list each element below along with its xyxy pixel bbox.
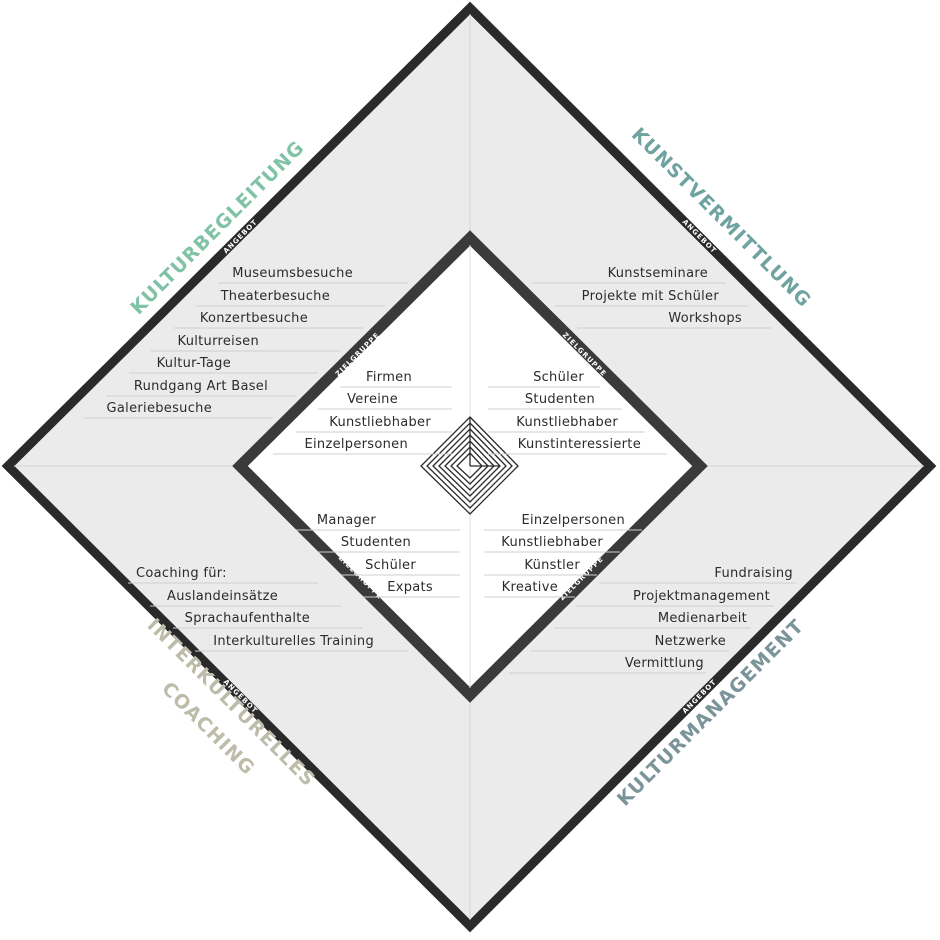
list-item: Kunstinteressierte [518,437,641,452]
list-item: Netzwerke [655,634,726,649]
list-item: Kultur-Tage [157,356,231,371]
angebot-list-kulturmanagement: Fundraising Projektmanagement Medienarbe… [509,566,796,674]
list-item: Firmen [366,370,412,385]
list-item: Medienarbeit [658,611,747,626]
list-item: Vermittlung [625,656,704,671]
zielgruppe-list-bottom-right: Einzelpersonen Kunstliebhaber Künstler K… [484,513,642,598]
list-item: Theaterbesuche [220,289,330,304]
list-item: Kulturreisen [178,334,259,349]
list-item: Auslandeinsätze [167,589,278,604]
list-item: Kunstliebhaber [329,415,431,430]
list-item: Expats [387,580,433,595]
angebot-list-interkulturelles-coaching: Coaching für: Auslandeinsätze Sprachaufe… [128,566,408,652]
list-item: Kunstseminare [608,266,708,281]
list-item: Kunstliebhaber [501,535,603,550]
list-item: Studenten [525,392,595,407]
list-item: Galeriebesuche [107,401,212,416]
list-item: Fundraising [714,566,793,581]
list-item: Einzelpersonen [522,513,626,528]
list-item: Projekte mit Schüler [582,289,720,304]
list-item: Rundgang Art Basel [134,379,268,394]
list-item: Sprachaufenthalte [185,611,310,626]
list-item: Einzelpersonen [305,437,409,452]
zielgruppe-list-top-left: Firmen Vereine Kunstliebhaber Einzelpers… [273,370,452,455]
list-item: Kunstliebhaber [516,415,618,430]
list-item: Konzertbesuche [200,311,308,326]
list-item: Interkulturelles Training [213,634,374,649]
list-item: Kreative [502,580,558,595]
list-item: Vereine [347,392,398,407]
list-item: Projektmanagement [633,589,770,604]
zielgruppe-list-top-right: Schüler Studenten Kunstliebhaber Kunstin… [488,370,667,455]
list-item: Studenten [341,535,411,550]
list-item: Künstler [524,558,580,573]
zielgruppe-list-bottom-left: Manager Studenten Schüler Expats [296,513,460,598]
list-item: Coaching für: [136,566,227,581]
list-item: Museumsbesuche [232,266,353,281]
list-item: Workshops [668,311,742,326]
angebot-list-kunstvermittlung: Kunstseminare Projekte mit Schüler Works… [532,266,771,329]
list-item: Schüler [533,370,584,385]
angebot-list-kulturbegleitung: Museumsbesuche Theaterbesuche Konzertbes… [84,266,408,419]
list-item: Manager [317,513,376,528]
list-item: Schüler [365,558,416,573]
